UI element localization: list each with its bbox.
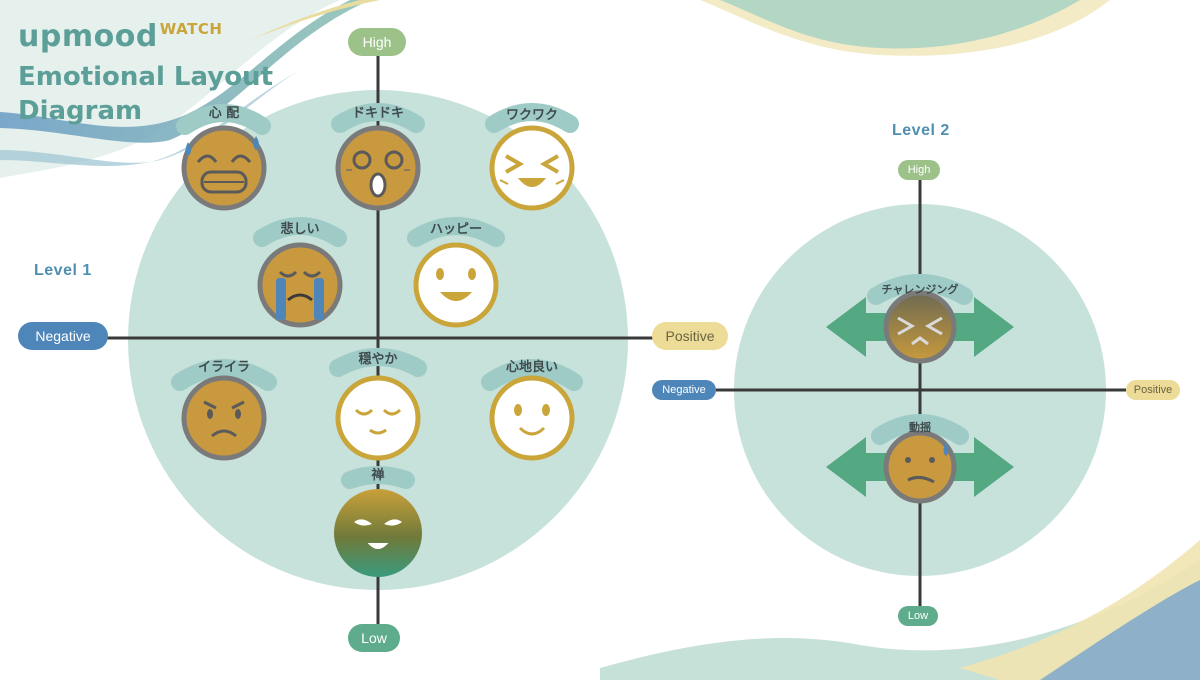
level1-label: Level 1 (34, 262, 92, 279)
level2-low-pill: Low (898, 606, 938, 626)
emotion-label-kanashii: 悲しい (280, 222, 320, 237)
level1-positive-pill: Positive (652, 322, 728, 350)
face-iraira (181, 375, 267, 461)
wave-top-right (700, 0, 1110, 56)
face-dokidoki (335, 125, 421, 211)
face-odayaka (335, 375, 421, 461)
page-title-line1: Emotional Layout (18, 62, 273, 92)
face-challenging (883, 290, 957, 364)
page-title: Emotional Layout Diagram (18, 60, 273, 128)
emotion-label-zen: 禅 (371, 468, 385, 483)
emotion-label-dokidoki: ドキドキ (351, 106, 404, 121)
label-arcs (171, 103, 973, 489)
face-kokochiyoi (489, 375, 575, 461)
face-kanashii (257, 242, 343, 328)
level1-high-pill: High (348, 28, 406, 56)
level1-low-pill: Low (348, 624, 400, 652)
emotion-label-shinpai: 心 配 (208, 106, 240, 121)
level2-label: Level 2 (892, 122, 950, 139)
level2-high-pill: High (898, 160, 940, 180)
wave-bottom-right (600, 540, 1200, 680)
face-happy (413, 242, 499, 328)
level2-positive-pill: Positive (1126, 380, 1180, 400)
level1-negative-pill: Negative (18, 322, 108, 350)
emotion-label-kokochiyoi: 心地良い (505, 360, 558, 375)
emotion-label-odayaka: 穏やか (358, 352, 398, 367)
face-wakuwaku (489, 125, 575, 211)
emotion-label-douyou: 動揺 (909, 421, 931, 434)
face-shinpai (181, 125, 267, 211)
wave-top-left (0, 0, 380, 178)
face-douyou (883, 430, 957, 504)
brand-name: upmood (18, 19, 158, 54)
emotion-label-happy: ハッピー (429, 222, 482, 237)
emotion-label-challenging: チャレンジング (881, 283, 959, 296)
face-zen (334, 489, 422, 577)
level2-negative-pill: Negative (652, 380, 716, 400)
emotion-label-wakuwaku: ワクワク (505, 108, 558, 123)
emotion-label-iraira: イライラ (197, 360, 250, 375)
brand-suffix: WATCH (159, 20, 223, 38)
page-title-line2: Diagram (18, 96, 143, 126)
